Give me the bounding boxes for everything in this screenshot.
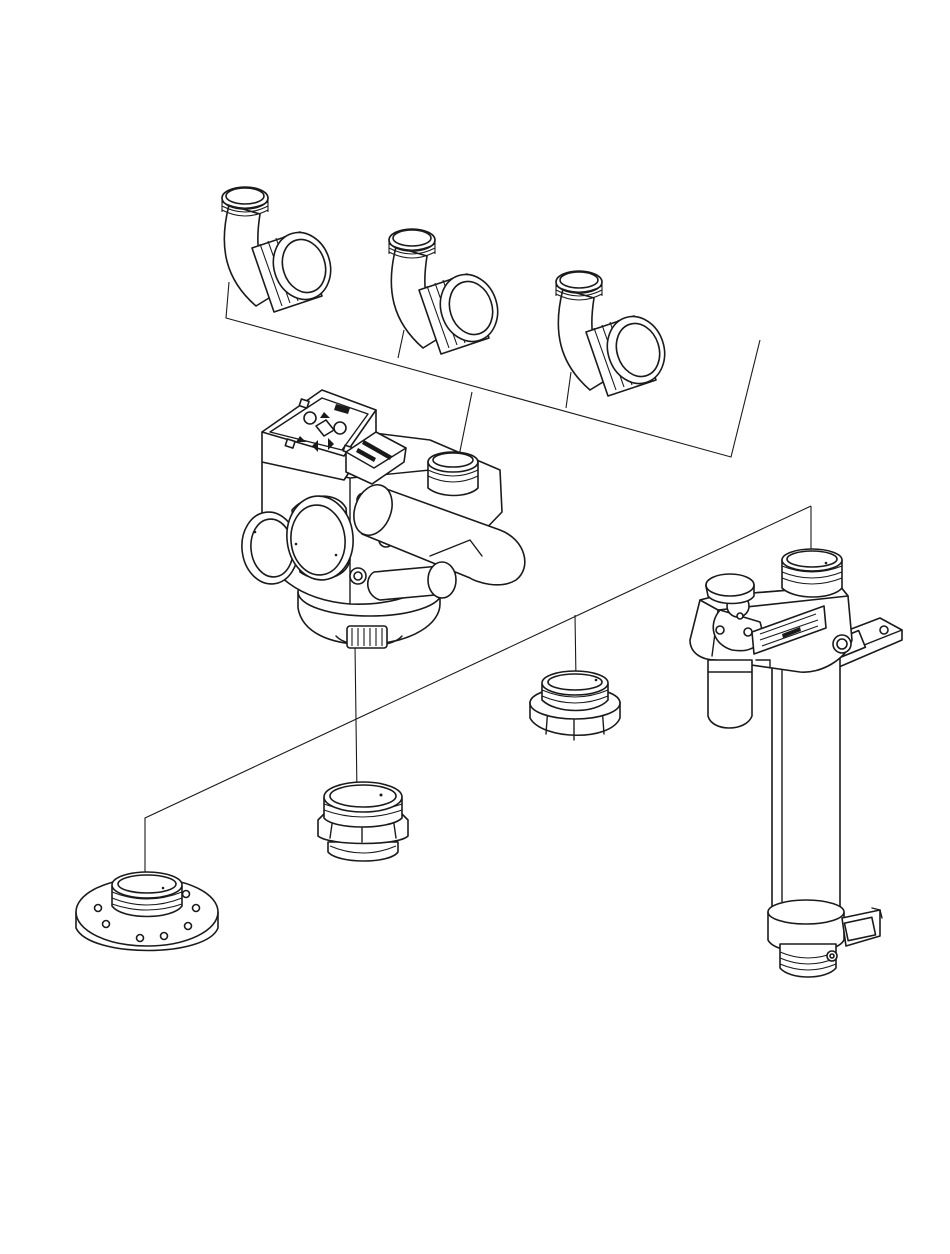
nut-adapter — [530, 671, 620, 740]
elbow-fitting — [222, 187, 339, 312]
control-valve-head — [238, 390, 524, 648]
elbow-fitting — [556, 271, 673, 396]
bypass-column-assembly — [690, 549, 902, 977]
threaded-adapter — [318, 782, 408, 861]
flange-adapter — [76, 872, 218, 951]
elbow-fitting — [389, 229, 506, 354]
